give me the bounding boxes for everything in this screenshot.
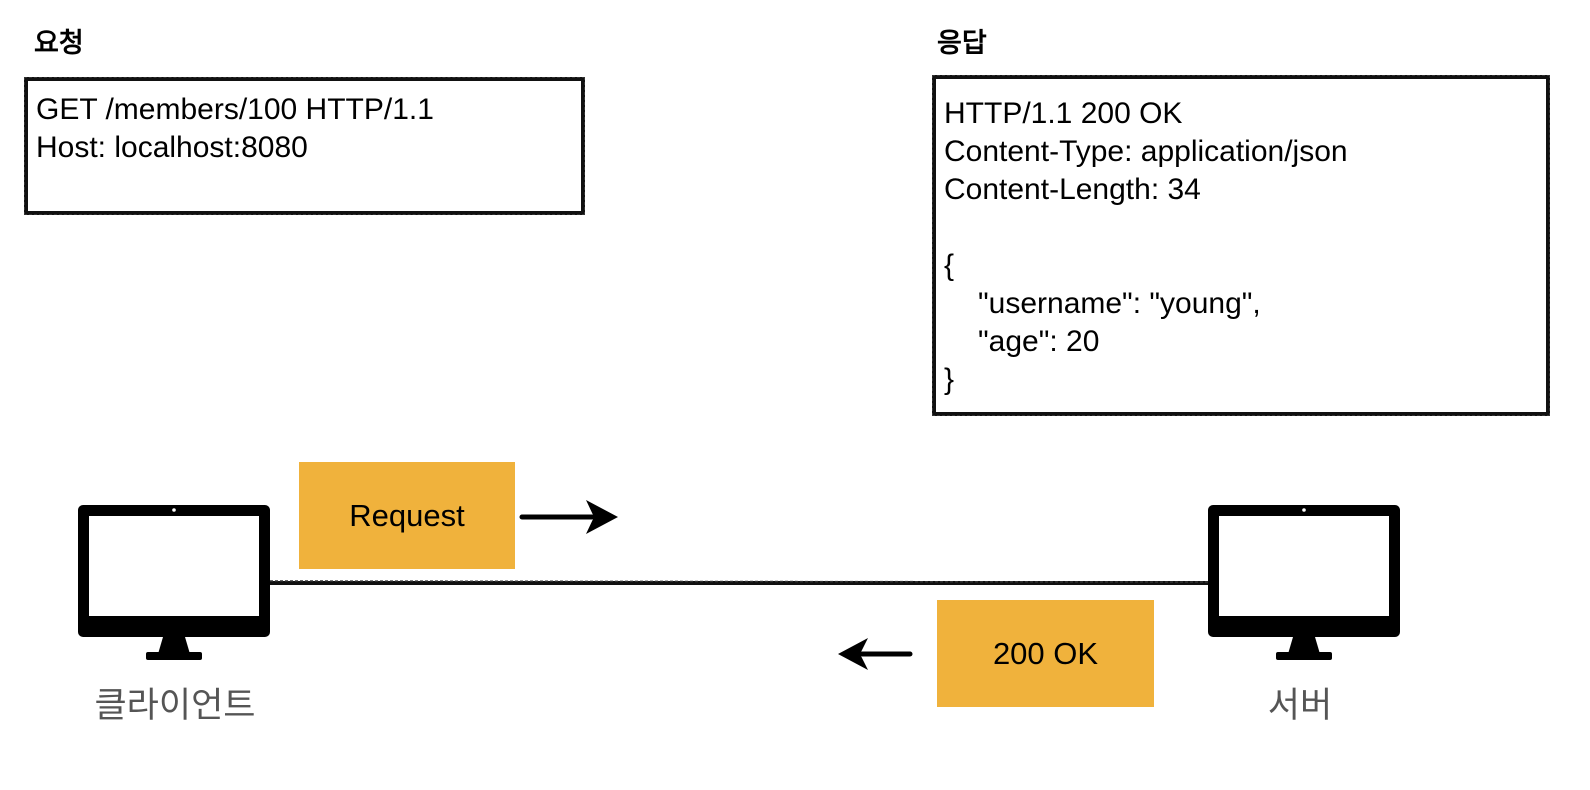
client-label: 클라이언트 xyxy=(94,686,256,725)
response-status-line: HTTP/1.1 200 OK xyxy=(944,97,1183,130)
response-content-type-header: Content-Type: application/json xyxy=(944,135,1348,168)
request-line: GET /members/100 HTTP/1.1 xyxy=(36,93,434,126)
response-body-age-field: "age": 20 xyxy=(978,325,1100,358)
response-arrow-icon xyxy=(838,638,913,670)
request-tag-label: Request xyxy=(349,497,465,533)
response-body-open-brace: { xyxy=(944,249,955,282)
response-heading: 응답 xyxy=(937,28,987,58)
client-monitor-icon xyxy=(78,505,270,660)
request-tag: Request xyxy=(299,462,515,569)
server-label: 서버 xyxy=(1267,686,1333,725)
response-body-close-brace: } xyxy=(944,363,955,396)
response-body-username-field: "username": "young", xyxy=(978,287,1261,320)
response-content-length-header: Content-Length: 34 xyxy=(944,173,1201,206)
response-message-box: HTTP/1.1 200 OK Content-Type: applicatio… xyxy=(932,75,1550,416)
response-tag: 200 OK xyxy=(937,600,1154,707)
server-monitor-icon xyxy=(1208,505,1400,660)
request-arrow-icon xyxy=(519,500,618,534)
response-tag-label: 200 OK xyxy=(992,635,1099,671)
request-host-header: Host: localhost:8080 xyxy=(36,131,308,164)
request-heading: 요청 xyxy=(34,28,84,58)
request-message-box: GET /members/100 HTTP/1.1 Host: localhos… xyxy=(24,77,585,215)
connection-line xyxy=(269,580,1209,585)
